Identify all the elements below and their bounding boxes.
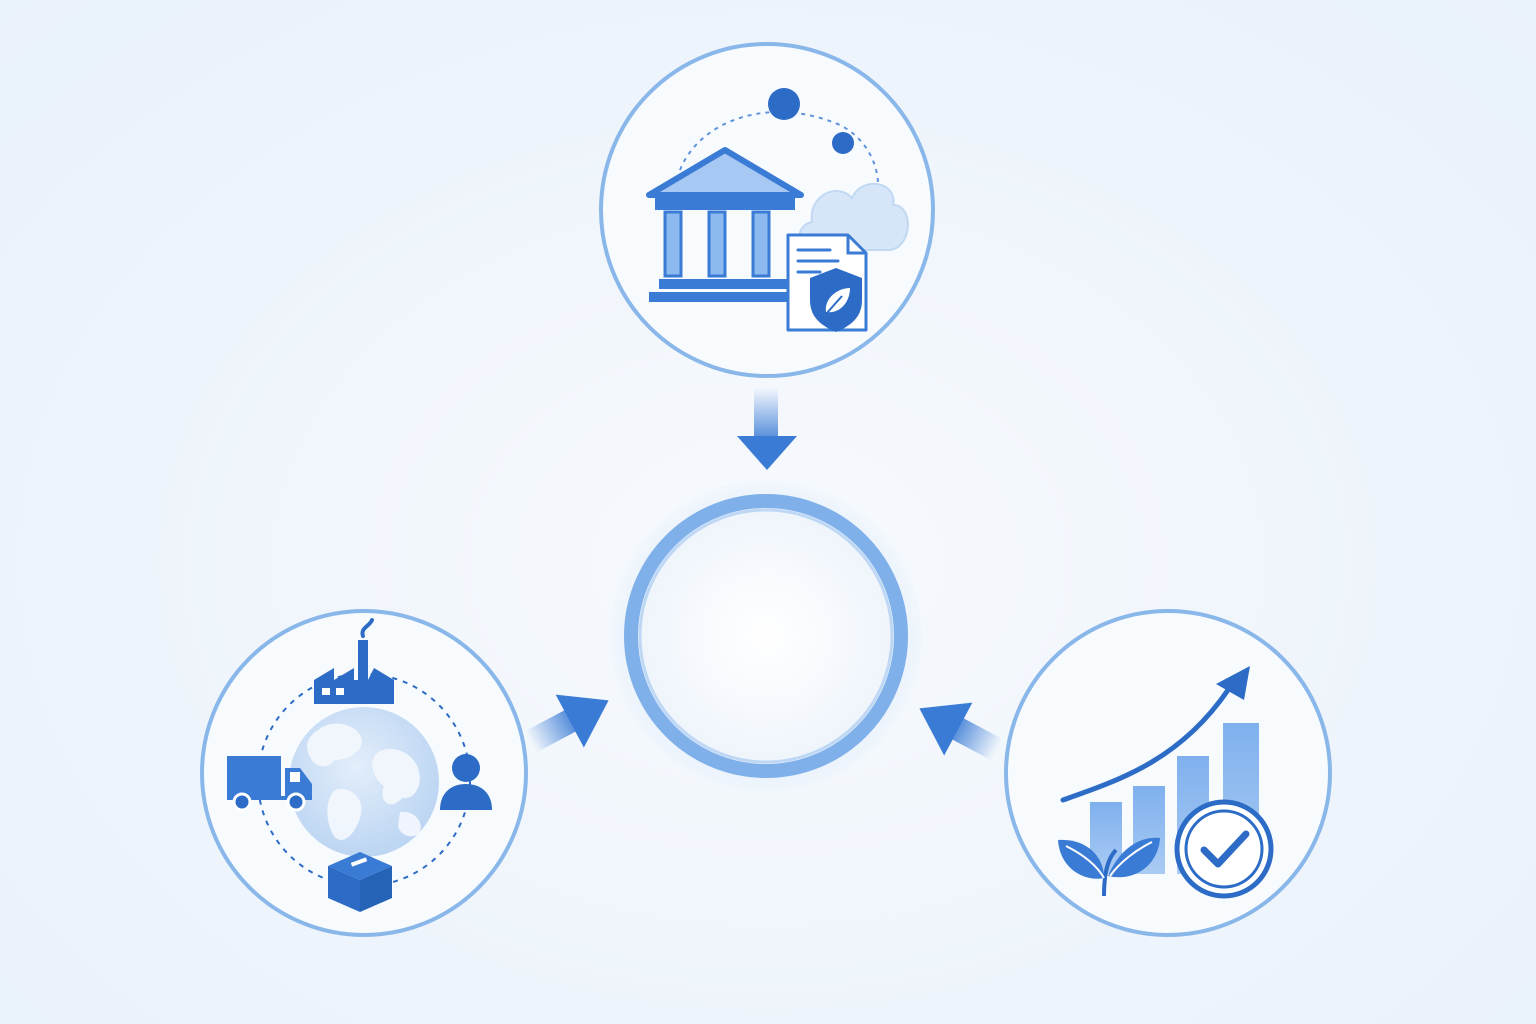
cloud-icon [798,182,909,251]
left-node [200,609,528,937]
document-shield-leaf-icon [786,233,868,332]
top-node [599,42,935,378]
center-node [610,480,922,792]
check-circle-icon [1174,799,1274,899]
box-icon [328,852,392,912]
arrow-right-to-center [919,702,1003,761]
arrow-top-to-center [737,388,797,470]
center-ring [624,494,908,778]
person-icon [440,754,492,810]
right-node [1004,609,1332,937]
leaf-sprout-icon [1058,837,1160,897]
arrow-left-to-center [525,694,609,753]
truck-icon [227,756,312,812]
factory-icon [314,618,394,704]
trend-up-arrow-icon [1060,666,1250,803]
bank-building-icon [646,147,804,302]
orbit-dots-icon [679,88,880,206]
globe-icon [289,707,439,857]
right-node-ring [1004,609,1332,937]
bar-chart-icon [1090,723,1259,874]
